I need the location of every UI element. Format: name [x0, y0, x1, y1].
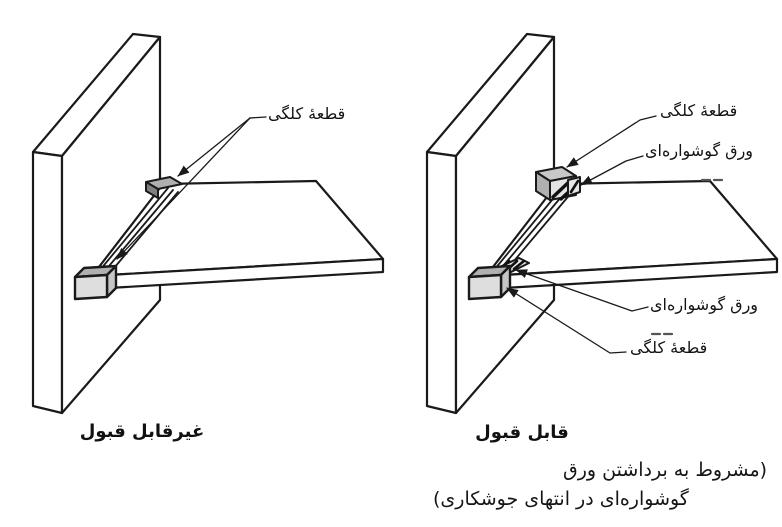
left-caption: غیرقابل قبول [79, 421, 205, 442]
left-leader-lines [116, 116, 267, 260]
left-end-piece-bottom [73, 264, 118, 301]
left-figure-art [31, 32, 385, 415]
right-plate [484, 179, 779, 291]
right-label-ear-plate-bottom: ورق گوشواره‌ای [650, 295, 759, 314]
stray-dash-marks [650, 178, 724, 336]
left-end-piece-top [145, 176, 183, 199]
right-label-end-piece-bottom: قطعهٔ کلگی [630, 338, 708, 357]
right-caption-note-line2: گوشواره‌ای در انتهای جوشکاری) [433, 488, 689, 510]
right-end-piece-top [535, 166, 581, 201]
left-wall [31, 32, 162, 415]
left-label-end-piece: قطعهٔ کلگی [268, 104, 346, 123]
right-wall [425, 32, 556, 415]
left-plate [90, 179, 385, 291]
right-figure-art [425, 32, 779, 415]
right-caption: قابل قبول [475, 422, 569, 443]
right-leader-lines [506, 115, 657, 354]
right-label-end-piece-top: قطعهٔ کلگی [660, 101, 738, 120]
right-caption-note-line1: (مشروط به برداشتن ورق [563, 459, 768, 481]
right-label-ear-plate-top: ورق گوشواره‌ای [645, 141, 754, 160]
right-end-piece-bottom [467, 264, 512, 301]
